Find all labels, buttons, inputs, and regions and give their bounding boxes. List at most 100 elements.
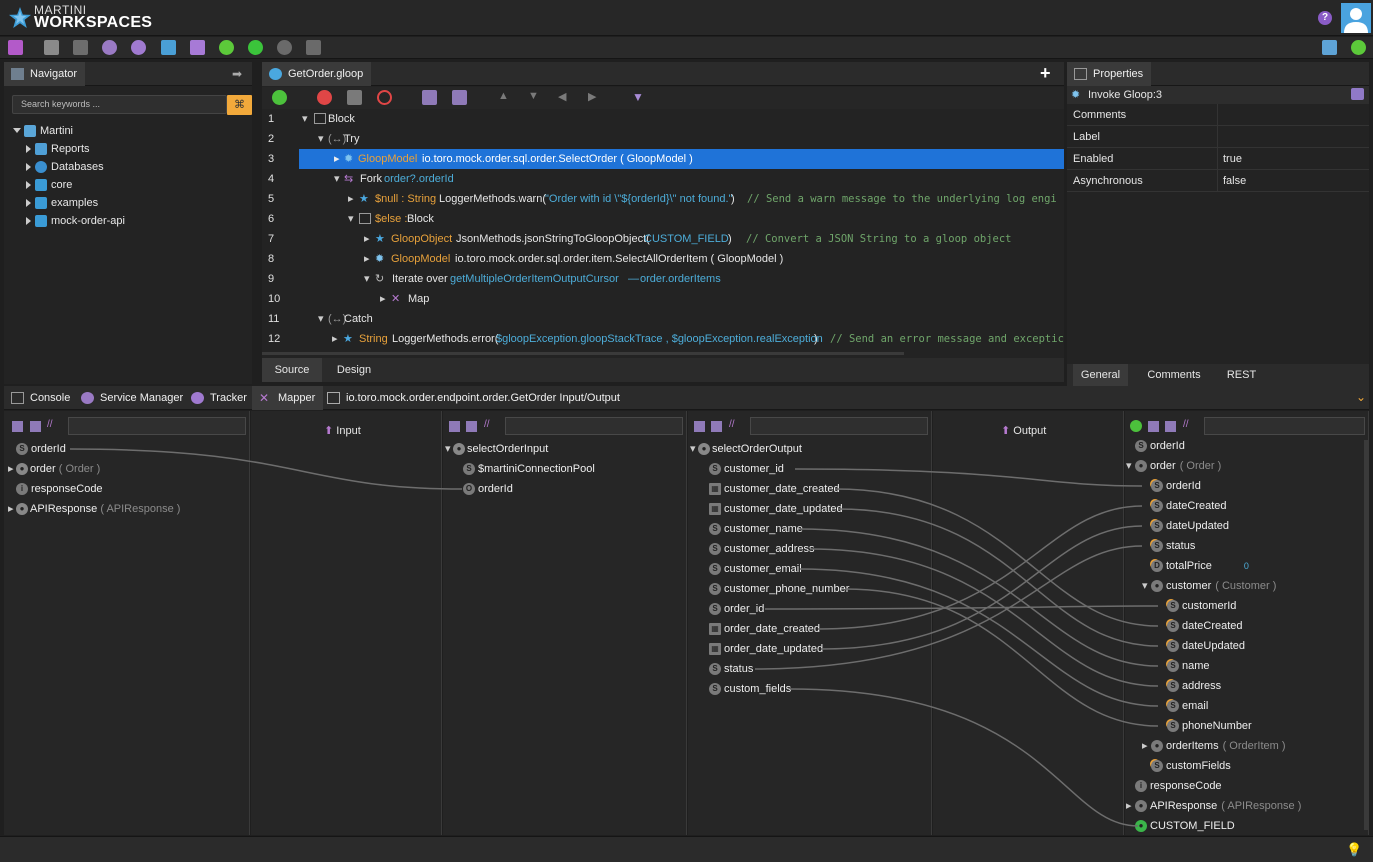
code-line[interactable]: 10 ▸ ✕ Map bbox=[262, 289, 1064, 309]
search-service-icon[interactable] bbox=[131, 40, 146, 55]
mapper-select-output-root[interactable]: ▾●selectOrderOutput bbox=[690, 439, 802, 459]
collapse-arrow-icon[interactable]: ▾ bbox=[1142, 576, 1148, 596]
code-line[interactable]: 9 ▾ ↻ Iterate over getMultipleOrderItemO… bbox=[262, 269, 1064, 289]
input-filter-field[interactable] bbox=[68, 417, 246, 435]
comment-icon[interactable]: // bbox=[484, 419, 490, 430]
code-line[interactable]: 1 ▾ Block bbox=[262, 109, 1064, 129]
tab-comments[interactable]: Comments bbox=[1139, 364, 1209, 386]
mapper-output-field[interactable]: Scustomer_phone_number bbox=[709, 579, 849, 599]
mapper-output-tree-item[interactable]: SphoneNumber bbox=[1167, 716, 1252, 736]
add-step-icon[interactable]: + bbox=[1040, 63, 1051, 84]
mapper-output-tree-item[interactable]: iresponseCode bbox=[1135, 776, 1222, 796]
move-right-icon[interactable]: ▶ bbox=[588, 90, 596, 103]
keyboard-icon[interactable] bbox=[306, 40, 321, 55]
expand-all-icon[interactable] bbox=[466, 421, 477, 432]
tab-mapper[interactable]: ✕Mapper bbox=[252, 386, 323, 410]
mapper-output-field[interactable]: ▦order_date_created bbox=[709, 619, 820, 639]
collapse-arrow-icon[interactable]: ▾ bbox=[302, 109, 308, 129]
collapse-all-icon[interactable] bbox=[12, 421, 23, 432]
expand-arrow-icon[interactable]: ▸ bbox=[364, 249, 370, 269]
mapper-output-tree-item[interactable]: ●CUSTOM_FIELD bbox=[1135, 816, 1235, 836]
code-line[interactable]: 2 ▾ (↔) Try bbox=[262, 129, 1064, 149]
mapper-field-order[interactable]: ▸●order ( Order ) bbox=[8, 459, 100, 479]
property-row[interactable]: Comments bbox=[1067, 104, 1369, 126]
collapse-arrow-icon[interactable]: ▾ bbox=[690, 439, 696, 459]
mapper-output-tree-item[interactable]: ▾●customer( Customer ) bbox=[1151, 576, 1276, 596]
property-row[interactable]: Enabledtrue bbox=[1067, 148, 1369, 170]
mapper-output-field[interactable]: ▦customer_date_updated bbox=[709, 499, 843, 519]
collapse-arrow-icon[interactable] bbox=[26, 181, 31, 189]
code-line[interactable]: 7 ▸ ★ GloopObject JsonMethods.jsonString… bbox=[262, 229, 1064, 249]
tab-tracker[interactable]: Tracker bbox=[184, 386, 255, 410]
expand-all-icon[interactable] bbox=[711, 421, 722, 432]
users-icon[interactable] bbox=[190, 40, 205, 55]
code-line-selected[interactable]: 3 ▸ ✹ GloopModel io.toro.mock.order.sql.… bbox=[262, 149, 1064, 169]
mapper-output-tree-item[interactable]: ▸●APIResponse( APIResponse ) bbox=[1135, 796, 1301, 816]
services-icon[interactable] bbox=[102, 40, 117, 55]
expand-arrow-icon[interactable]: ▸ bbox=[348, 189, 354, 209]
mapper-output-tree-item[interactable]: ▾●order( Order ) bbox=[1135, 456, 1221, 476]
tab-source[interactable]: Source bbox=[262, 358, 322, 382]
collapse-arrow-icon[interactable] bbox=[26, 199, 31, 207]
tab-console[interactable]: Console bbox=[4, 386, 78, 410]
mapper-output-tree-item[interactable]: ScustomerId bbox=[1167, 596, 1236, 616]
find-icon[interactable] bbox=[277, 40, 292, 55]
tab-rest[interactable]: REST bbox=[1219, 364, 1264, 386]
tab-service-manager[interactable]: Service Manager bbox=[74, 386, 191, 410]
code-line[interactable]: 12 ▸ ★ String LoggerMethods.error( $gloo… bbox=[262, 329, 1064, 349]
mapper-output-tree-item[interactable]: Semail bbox=[1167, 696, 1208, 716]
tree-item-mock-order-api[interactable]: mock-order-api bbox=[35, 212, 125, 230]
move-down-icon[interactable]: ▼ bbox=[528, 90, 539, 102]
expand-all-icon[interactable] bbox=[1165, 421, 1176, 432]
collapse-arrow-icon[interactable] bbox=[26, 145, 31, 153]
chevron-down-icon[interactable]: ⌄ bbox=[1356, 390, 1366, 404]
add-icon[interactable] bbox=[1130, 420, 1142, 432]
disable-icon[interactable] bbox=[377, 90, 392, 105]
code-line[interactable]: 6 ▾ $else : Block bbox=[262, 209, 1064, 229]
collapse-arrow-icon[interactable]: ▾ bbox=[334, 169, 340, 189]
tree-item-core[interactable]: core bbox=[35, 176, 72, 194]
select-input-filter-field[interactable] bbox=[505, 417, 683, 435]
mapper-output-tree-item[interactable]: SdateCreated bbox=[1167, 616, 1243, 636]
code-line[interactable]: 4 ▾ ⇆ Fork order?.orderId bbox=[262, 169, 1064, 189]
help-icon[interactable]: ? bbox=[1318, 11, 1332, 25]
mapper-output-field[interactable]: Sstatus bbox=[709, 659, 753, 679]
mapper-output-tree-item[interactable]: SdateCreated bbox=[1151, 496, 1227, 516]
grid-icon[interactable] bbox=[347, 90, 362, 105]
mapper-output-tree-item[interactable]: ScustomFields bbox=[1151, 756, 1231, 776]
expand-arrow-icon[interactable]: ▸ bbox=[334, 149, 340, 169]
tree-item-examples[interactable]: examples bbox=[35, 194, 98, 212]
property-row[interactable]: Asynchronousfalse bbox=[1067, 170, 1369, 192]
mapper-scrollbar[interactable] bbox=[1364, 440, 1368, 830]
mapper-output-tree-item[interactable]: ▸●orderItems( OrderItem ) bbox=[1151, 736, 1286, 756]
mapper-field-apiresponse[interactable]: ▸●APIResponse ( APIResponse ) bbox=[8, 499, 180, 519]
mapper-output-field[interactable]: Scustomer_address bbox=[709, 539, 815, 559]
select-output-filter-field[interactable] bbox=[750, 417, 928, 435]
property-value[interactable]: true bbox=[1223, 148, 1242, 170]
output-filter-field[interactable] bbox=[1204, 417, 1365, 435]
tab-navigator[interactable]: Navigator bbox=[4, 62, 85, 86]
expand-all-icon[interactable] bbox=[452, 90, 467, 105]
comment-icon[interactable]: // bbox=[1183, 419, 1189, 430]
mapper-output-tree-item[interactable]: Sstatus bbox=[1151, 536, 1195, 556]
code-line[interactable]: 11 ▾ (↔) Catch bbox=[262, 309, 1064, 329]
add-icon[interactable] bbox=[272, 90, 287, 105]
mapper-output-field[interactable]: Scustomer_id bbox=[709, 459, 784, 479]
mapper-output-tree-item[interactable]: Saddress bbox=[1167, 676, 1221, 696]
debug-right-icon[interactable] bbox=[1351, 40, 1366, 55]
move-left-icon[interactable]: ◀ bbox=[558, 90, 566, 103]
run-icon[interactable] bbox=[248, 40, 263, 55]
expand-arrow-icon[interactable]: ▸ bbox=[8, 499, 14, 519]
save-icon[interactable] bbox=[44, 40, 59, 55]
save-all-icon[interactable] bbox=[73, 40, 88, 55]
move-up-icon[interactable]: ▲ bbox=[498, 90, 509, 102]
property-value[interactable]: false bbox=[1223, 170, 1246, 192]
mapper-field-connection-pool[interactable]: S$martiniConnectionPool bbox=[463, 459, 595, 479]
collapse-arrow-icon[interactable]: ▾ bbox=[318, 129, 324, 149]
debug-icon[interactable] bbox=[219, 40, 234, 55]
tab-general[interactable]: General bbox=[1073, 364, 1128, 386]
tab-properties[interactable]: Properties bbox=[1067, 62, 1151, 86]
mapper-output-tree-item[interactable]: DtotalPrice0 bbox=[1151, 556, 1249, 576]
property-row[interactable]: Label bbox=[1067, 126, 1369, 148]
collapse-arrow-icon[interactable]: ▾ bbox=[348, 209, 354, 229]
